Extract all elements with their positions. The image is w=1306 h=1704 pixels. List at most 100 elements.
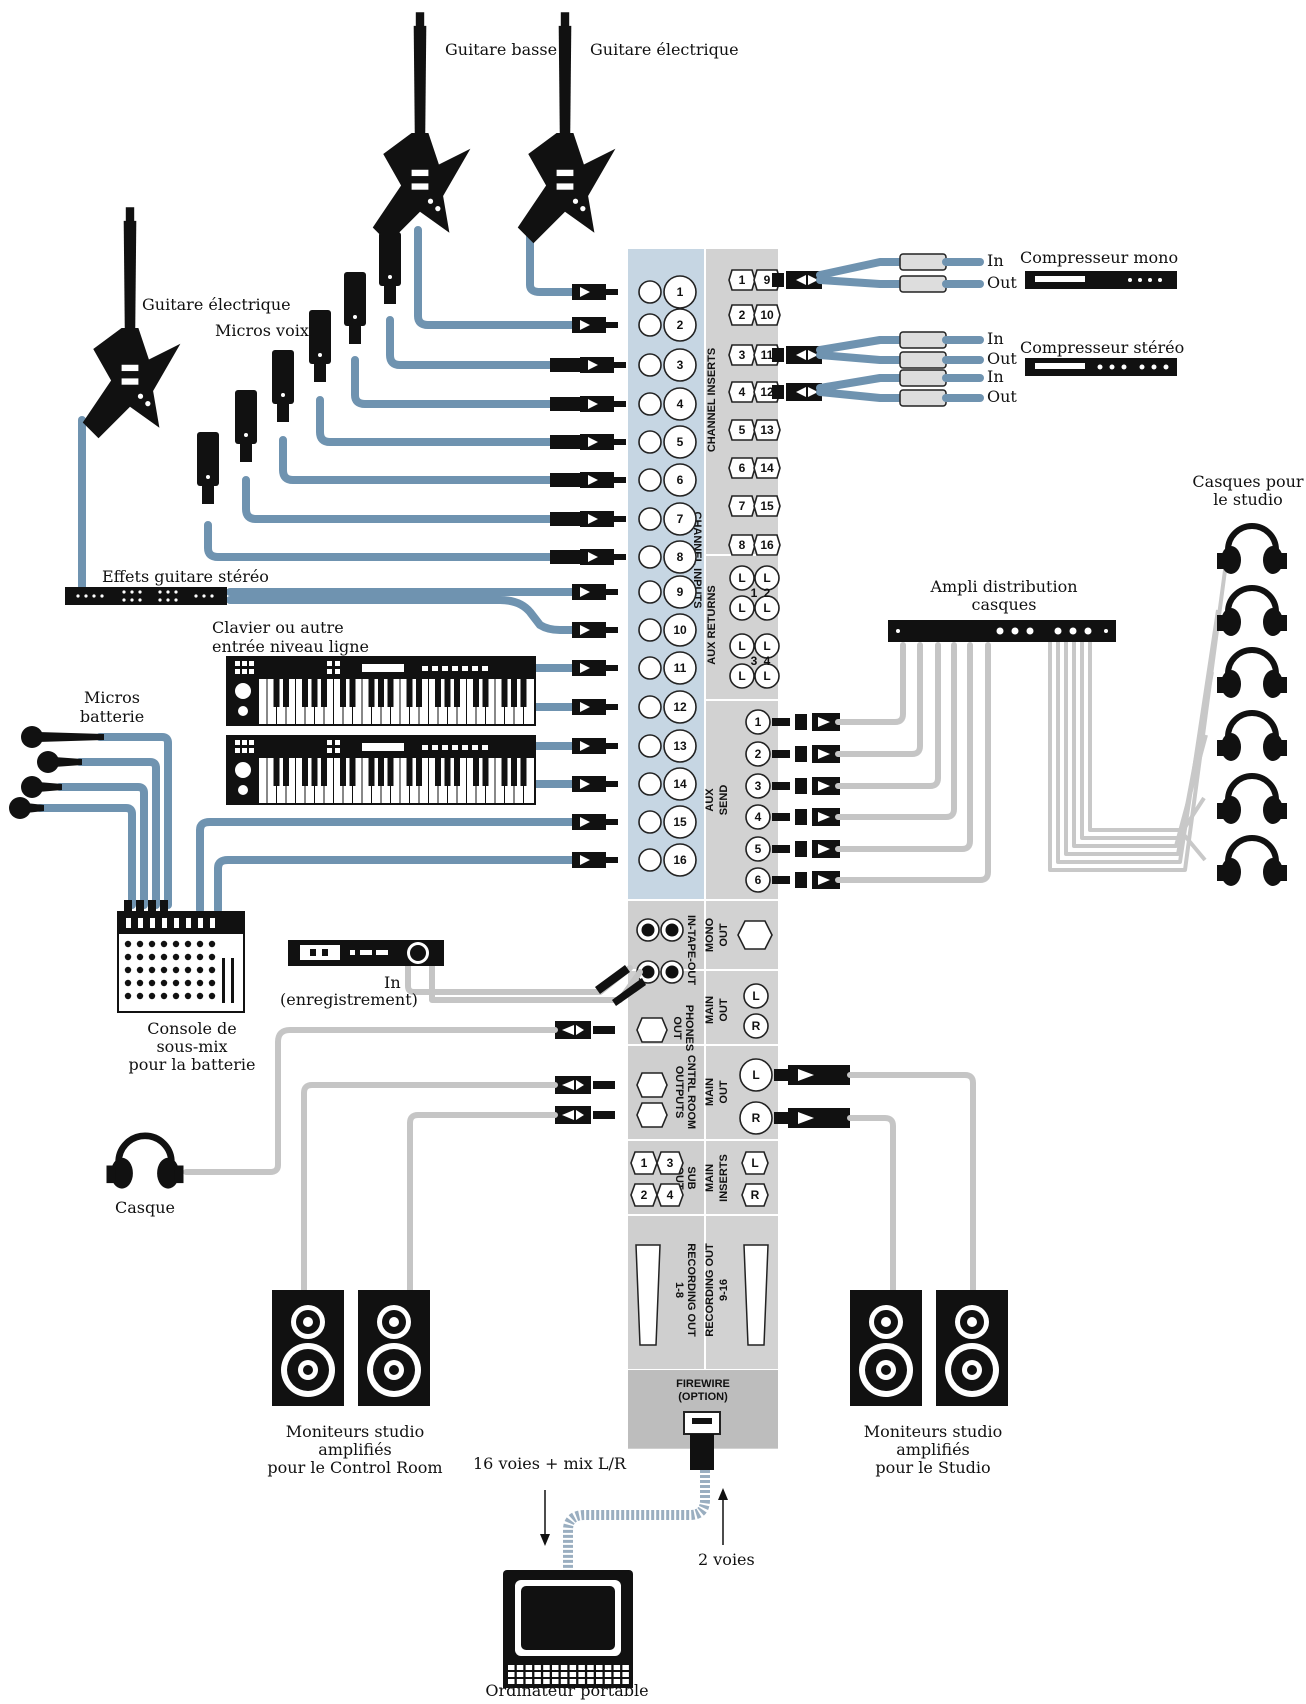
channel-input-jack-15[interactable]: 15	[638, 805, 697, 839]
recorder-in-label: In	[384, 973, 401, 992]
channel-input-jack-5[interactable]: 5	[638, 425, 697, 459]
channel-input-jack-8[interactable]: 8	[638, 540, 697, 574]
channel-input-number: 14	[673, 777, 687, 791]
channel-input-jack-2[interactable]: 2	[638, 308, 697, 342]
electric-guitar-label-1: Guitare électrique	[590, 40, 739, 59]
channel-inserts-label: CHANNEL INSERTS	[706, 348, 718, 452]
mono-out-label-1: MONO	[704, 917, 716, 952]
monitors-cr-label-1: Moniteurs studio	[286, 1422, 425, 1441]
xlr-plug-icon	[774, 1108, 850, 1128]
aux-return-lr-label: L	[738, 601, 745, 615]
recording-out-9-16-connector[interactable]	[743, 1244, 769, 1346]
main-out-xlr-jack[interactable]: R	[739, 1101, 773, 1135]
xlr-plug-icon	[550, 357, 626, 373]
aux-send-plug-icon	[772, 777, 840, 795]
recording-out-1-8-connector[interactable]	[635, 1244, 661, 1346]
sub-out-jack[interactable]: 2	[630, 1183, 658, 1207]
rca-lr-label: R	[668, 965, 677, 979]
aux-return-number: 2	[764, 586, 771, 600]
phones-out-jack[interactable]	[636, 1017, 668, 1043]
insert-number: 3	[739, 348, 746, 362]
aux-send-jack-4[interactable]: 4	[745, 804, 771, 830]
aux-send-jack-6[interactable]: 6	[745, 867, 771, 893]
main-out-jack[interactable]: R	[743, 1013, 769, 1039]
aux-send-jack-3[interactable]: 3	[745, 773, 771, 799]
ctrl-room-label-1: CNTRL ROOM	[685, 1055, 697, 1129]
main-inserts-label-1: MAIN	[704, 1164, 716, 1192]
aux-send-number: 2	[755, 747, 762, 761]
channel-input-jack-12[interactable]: 12	[638, 690, 697, 724]
rca-jack[interactable]: L	[636, 960, 660, 984]
channel-input-jack-9[interactable]: 9	[638, 575, 697, 609]
svg-text:Out: Out	[987, 349, 1017, 368]
xlr-plug-icon	[572, 699, 618, 715]
firewire-port[interactable]	[683, 1411, 721, 1470]
main-insert-jack[interactable]: R	[741, 1183, 769, 1207]
main-insert-jack[interactable]: L	[741, 1151, 769, 1175]
mono-out-jack[interactable]	[737, 920, 773, 950]
aux-return-jack[interactable]: L	[754, 663, 780, 689]
recorder-unit	[288, 940, 444, 966]
insert-number: 12	[760, 385, 774, 399]
channel-input-jack-3[interactable]: 3	[638, 348, 697, 382]
rca-jack[interactable]: L	[636, 918, 660, 942]
channel-input-jack-6[interactable]: 6	[638, 463, 697, 497]
aux-return-jack[interactable]: L	[754, 565, 780, 591]
channel-input-jack-7[interactable]: 7	[638, 502, 697, 536]
aux-send-jack-1[interactable]: 1	[745, 709, 771, 735]
aux-return-jack[interactable]: L	[729, 565, 755, 591]
rca-lr-label: R	[668, 923, 677, 937]
main-insert-lr-label: L	[751, 1156, 758, 1170]
control-room-output-jack[interactable]	[636, 1102, 668, 1128]
channel-input-number: 10	[673, 623, 687, 637]
xlr-plug-icon	[550, 472, 626, 488]
main-out-xlr-lr-label: R	[752, 1111, 761, 1125]
rca-jack[interactable]: R	[660, 960, 684, 984]
channel-input-number: 7	[677, 512, 684, 526]
aux-return-jack[interactable]: L	[729, 633, 755, 659]
main-out-jack[interactable]: L	[743, 983, 769, 1009]
xlr-plug-icon	[572, 584, 618, 600]
studio-headphones-label-2: le studio	[1213, 490, 1283, 509]
channel-input-jack-10[interactable]: 10	[638, 613, 697, 647]
channel-input-jack-4[interactable]: 4	[638, 387, 697, 421]
aux-return-jack[interactable]: L	[754, 595, 780, 621]
sub-out-jack[interactable]: 3	[656, 1151, 684, 1175]
control-room-output-jack[interactable]	[636, 1072, 668, 1098]
aux-return-jack[interactable]: L	[729, 663, 755, 689]
aux-send-jack-5[interactable]: 5	[745, 836, 771, 862]
channel-input-jack-11[interactable]: 11	[638, 651, 697, 685]
sub-out-number: 3	[667, 1156, 674, 1170]
trs-plug-icon	[555, 1021, 615, 1039]
sub-out-jack[interactable]: 1	[630, 1151, 658, 1175]
channel-input-jack-16[interactable]: 16	[638, 843, 697, 877]
keyboard-label-1: Clavier ou autre	[212, 618, 344, 637]
submix-label-2: sous-mix	[156, 1037, 227, 1056]
sub-out-jack[interactable]: 4	[656, 1183, 684, 1207]
monitors-st-label-3: pour le Studio	[875, 1458, 990, 1477]
stereo-guitar-effects-unit	[65, 587, 227, 605]
channel-input-jack-14[interactable]: 14	[638, 767, 697, 801]
insert-number: 2	[739, 308, 746, 322]
rec-out-9-16-label-2: 9-16	[718, 1279, 730, 1301]
insert-plug-icon	[772, 383, 822, 401]
main-out-label-2: OUT	[718, 998, 730, 1022]
channel-input-jack-1[interactable]: 1	[638, 275, 697, 309]
aux-return-jack[interactable]: L	[754, 633, 780, 659]
aux-send-jack-2[interactable]: 2	[745, 741, 771, 767]
xlr-plug-icon	[572, 776, 618, 792]
aux-return-jack[interactable]: L	[729, 595, 755, 621]
guitar-effects-label: Effets guitare stéréo	[102, 567, 269, 586]
rec-out-1-8-label-2: 1-8	[673, 1282, 685, 1298]
main-out-xlr-jack[interactable]: L	[739, 1058, 773, 1092]
channel-input-jack-13[interactable]: 13	[638, 729, 697, 763]
rca-jack[interactable]: R	[660, 918, 684, 942]
insert-number: 6	[739, 461, 746, 475]
